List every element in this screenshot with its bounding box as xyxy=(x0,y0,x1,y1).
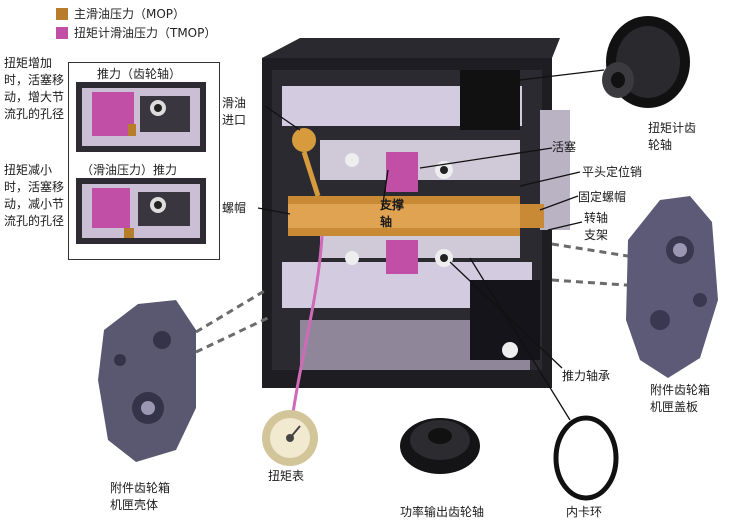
inset-bottom-drawing xyxy=(76,178,206,244)
label-inner-ring: 内卡环 xyxy=(566,505,602,520)
torque-gear-shaft-part xyxy=(602,16,690,108)
label-piston: 活塞 xyxy=(552,140,576,155)
power-output-shaft-part xyxy=(400,418,480,474)
label-fixed-nut: 固定螺帽 xyxy=(578,190,626,205)
label-torque-gear-shaft: 扭矩计齿轮轴 xyxy=(648,120,700,154)
gearbox-housing-part xyxy=(98,300,196,462)
label-torque-meter: 扭矩表 xyxy=(268,469,304,484)
torque-meter-gauge xyxy=(262,410,318,466)
inner-ring-part xyxy=(556,418,616,498)
label-flat-pin: 平头定位销 xyxy=(582,165,642,180)
label-power-output-shaft: 功率输出齿轮轴 xyxy=(400,505,484,520)
cutaway-assembly xyxy=(262,38,570,420)
label-shaft-bracket: 转轴支架 xyxy=(584,210,614,244)
inset-top-drawing xyxy=(76,82,206,152)
label-oil-inlet: 滑油进口 xyxy=(222,95,252,129)
label-nut-left: 螺帽 xyxy=(222,201,246,216)
label-cover-plate: 附件齿轮箱机匣盖板 xyxy=(650,382,716,416)
label-thrust-bearing: 推力轴承 xyxy=(562,369,610,384)
label-support-shaft: 支撑轴 xyxy=(380,197,406,231)
label-gearbox-housing: 附件齿轮箱机匣壳体 xyxy=(110,480,176,514)
cover-plate-part xyxy=(626,196,718,378)
